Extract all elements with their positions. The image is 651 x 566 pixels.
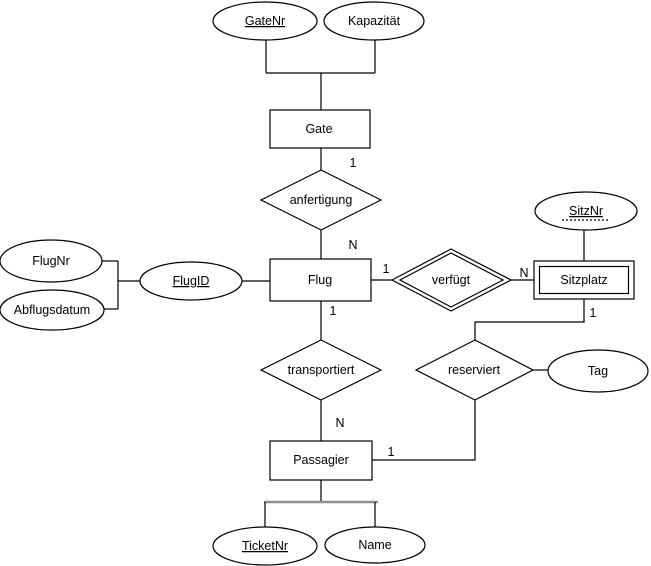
entity-flug-label: Flug — [308, 273, 332, 287]
attribute-kapazitaet-label: Kapazität — [348, 14, 401, 28]
relationship-verfuegt[interactable]: verfügt — [390, 248, 513, 312]
attribute-name[interactable]: Name — [324, 526, 426, 564]
edge-sitzplatz-reserviert[interactable] — [474, 299, 585, 340]
cardinality-sitzplatz-reserviert: 1 — [590, 306, 597, 320]
cardinality-verfuegt-sitzplatz: N — [519, 266, 528, 280]
relationship-anfertigung[interactable]: anfertigung — [259, 169, 383, 231]
entity-sitzplatz-label: Sitzplatz — [560, 273, 607, 287]
edge-reserviert-passagier[interactable] — [372, 400, 476, 461]
attribute-flugnr-ellipse[interactable] — [0, 239, 103, 283]
entity-flug-rect[interactable] — [269, 258, 372, 302]
attribute-tag-label: Tag — [588, 364, 608, 378]
attribute-kapazitaet[interactable]: Kapazität — [323, 1, 425, 41]
attribute-ticketnr-ellipse[interactable] — [212, 526, 318, 566]
attribute-ticketnr-label: TicketNr — [242, 539, 288, 553]
attribute-flugnr[interactable]: FlugNr — [0, 239, 103, 283]
attribute-abflugsdatum-label: Abflugsdatum — [14, 303, 90, 317]
relationship-anfertigung-label: anfertigung — [290, 193, 353, 207]
relationship-transportiert-label: transportiert — [288, 363, 355, 377]
attribute-kapazitaet-ellipse[interactable] — [323, 1, 425, 41]
cardinality-flug-verfuegt: 1 — [383, 262, 390, 276]
attribute-gatenr[interactable]: GateNr — [212, 1, 318, 41]
attribute-gatenr-label: GateNr — [245, 14, 285, 28]
relationship-anfertigung-diamond[interactable] — [259, 169, 383, 231]
attribute-ticketnr[interactable]: TicketNr — [212, 526, 318, 566]
relationship-reserviert[interactable]: reserviert — [414, 339, 535, 401]
attribute-flugid-ellipse[interactable] — [139, 261, 243, 301]
cardinality-passagier-reserviert: 1 — [388, 445, 395, 459]
cardinality-flug-transportiert: 1 — [330, 304, 337, 318]
relationship-reserviert-diamond[interactable] — [414, 339, 535, 401]
entity-passagier-rect[interactable] — [269, 440, 373, 481]
entity-gate-rect[interactable] — [269, 109, 371, 149]
attribute-gatenr-ellipse[interactable] — [212, 1, 318, 41]
entity-flug[interactable]: Flug — [269, 258, 372, 302]
relationship-verfuegt-label: verfügt — [432, 273, 471, 287]
entity-passagier[interactable]: Passagier — [269, 440, 373, 481]
attribute-tag[interactable]: Tag — [547, 349, 649, 393]
entity-sitzplatz[interactable]: Sitzplatz — [533, 260, 635, 300]
relationship-transportiert-diamond[interactable] — [259, 339, 383, 401]
attribute-abflugsdatum[interactable]: Abflugsdatum — [0, 289, 105, 331]
attribute-flugnr-label: FlugNr — [32, 254, 70, 268]
attribute-abflugsdatum-ellipse[interactable] — [0, 289, 105, 331]
attribute-flugid-label: FlugID — [173, 274, 210, 288]
attribute-name-ellipse[interactable] — [324, 526, 426, 564]
relationship-transportiert[interactable]: transportiert — [259, 339, 383, 401]
attribute-tag-ellipse[interactable] — [547, 349, 649, 393]
cardinality-anfertigung-flug: N — [348, 238, 357, 252]
cardinality-transportiert-passagier: N — [335, 416, 344, 430]
attribute-sitznr-ellipse[interactable] — [534, 191, 638, 231]
attribute-sitznr[interactable]: SitzNr — [534, 191, 638, 231]
attribute-sitznr-label: SitzNr — [569, 204, 603, 218]
entity-passagier-label: Passagier — [293, 453, 349, 467]
attribute-name-label: Name — [358, 538, 391, 552]
entity-gate[interactable]: Gate — [269, 109, 371, 149]
relationship-verfuegt-diamond-inner — [398, 252, 505, 308]
cardinality-gate-anfertigung: 1 — [350, 156, 357, 170]
attribute-flugid[interactable]: FlugID — [139, 261, 243, 301]
relationship-reserviert-label: reserviert — [448, 363, 501, 377]
entity-gate-label: Gate — [305, 122, 332, 136]
entity-sitzplatz-rect-inner — [538, 265, 630, 295]
